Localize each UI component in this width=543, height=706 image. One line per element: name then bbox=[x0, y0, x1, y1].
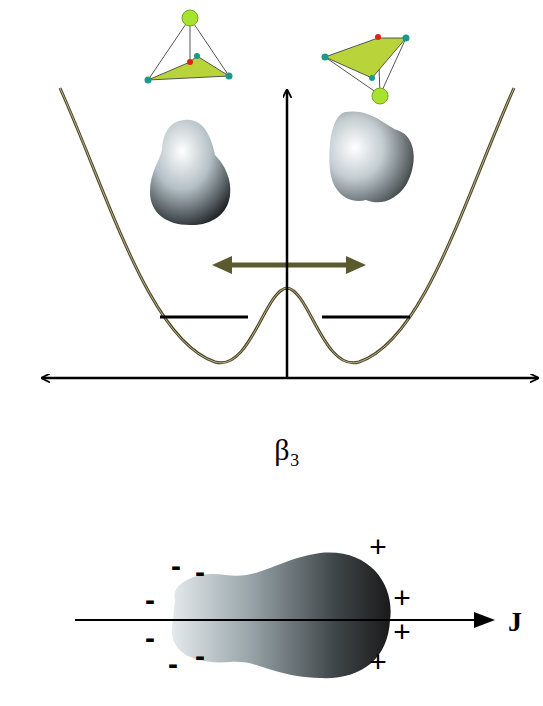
charge-sign: - bbox=[195, 641, 205, 671]
tetrahedron-left bbox=[145, 10, 233, 84]
charge-sign: + bbox=[393, 583, 411, 613]
tetrahedron-right bbox=[322, 34, 410, 104]
charge-sign: - bbox=[168, 649, 178, 679]
charge-sign: - bbox=[195, 557, 205, 587]
charge-sign: + bbox=[369, 532, 387, 562]
charge-sign: + bbox=[369, 647, 387, 677]
beta3-axis bbox=[42, 377, 538, 380]
charge-sign: - bbox=[145, 585, 155, 615]
energy-level bbox=[322, 316, 410, 319]
pear-shape-dipole bbox=[172, 553, 391, 679]
charge-sign: + bbox=[393, 617, 411, 647]
j-arrowhead bbox=[474, 612, 495, 628]
pear-shape-up bbox=[150, 120, 230, 225]
tunneling-arrow bbox=[212, 256, 366, 274]
charge-sign: - bbox=[145, 623, 155, 653]
energy-axis bbox=[286, 90, 289, 378]
energy-level bbox=[160, 316, 248, 319]
axis-label: β₃ bbox=[274, 435, 300, 465]
pear-shape-rotated bbox=[329, 111, 413, 202]
j-axis bbox=[75, 619, 492, 621]
axis-label: J bbox=[508, 608, 522, 636]
charge-sign: - bbox=[171, 551, 181, 581]
